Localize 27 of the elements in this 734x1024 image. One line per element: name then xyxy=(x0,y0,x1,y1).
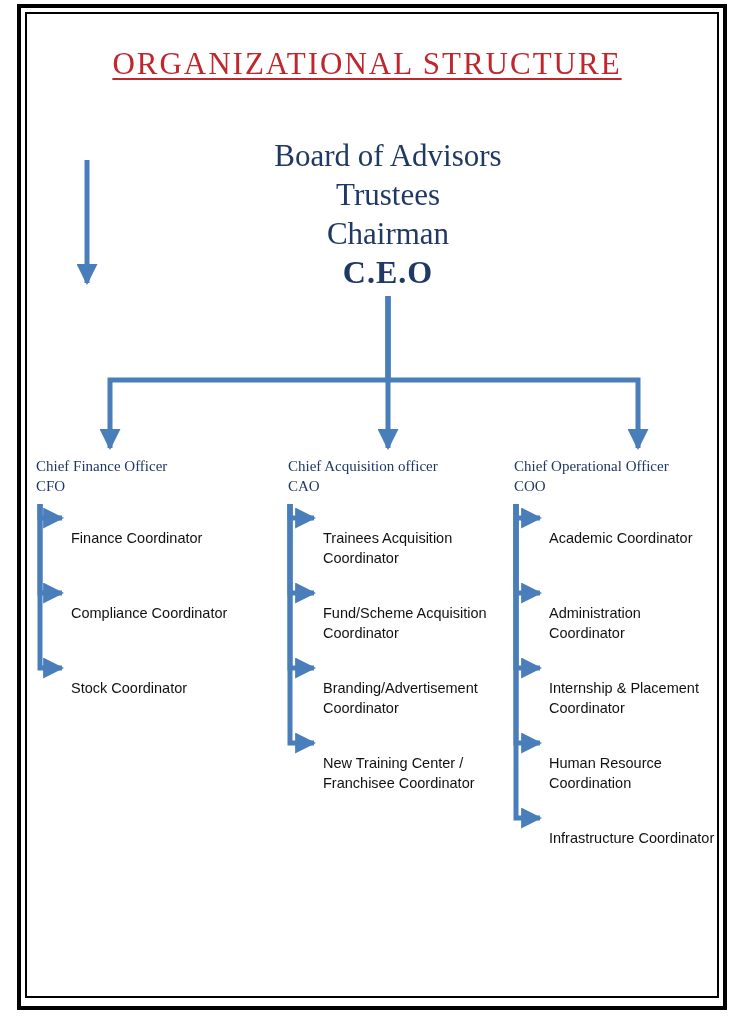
officer-title: Chief Finance Officer xyxy=(36,457,169,476)
officer-title: Chief Operational Officer xyxy=(514,457,670,476)
coordinator-title: Infrastructure Coordinator xyxy=(549,829,716,848)
coordinator-title: Human Resource Coordination xyxy=(549,754,663,793)
title: ORGANIZATIONAL STRUCTURE xyxy=(112,46,622,81)
officer-abbreviation: COO xyxy=(514,477,547,496)
coordinator-title: Academic Coordinator xyxy=(549,529,694,548)
coordinator-title: Stock Coordinator xyxy=(71,679,189,698)
officer-abbreviation: CFO xyxy=(36,477,67,496)
title-line: Chairman xyxy=(325,215,451,253)
coordinator-title: Finance Coordinator xyxy=(71,529,204,548)
title-line: C.E.O xyxy=(341,253,435,292)
title-line: Trustees xyxy=(335,176,441,214)
connector-arrow xyxy=(513,504,543,829)
board-title: Board of Advisors xyxy=(273,137,503,175)
coordinator-title: Compliance Coordinator xyxy=(71,604,229,623)
connector-arrow xyxy=(385,296,649,451)
connector-arrow xyxy=(287,504,317,754)
coordinator-title: Fund/Scheme Acquisition Coordinator xyxy=(323,604,488,643)
connector-arrow xyxy=(37,504,65,679)
coordinator-title: New Training Center / Franchisee Coordinator xyxy=(323,754,476,793)
coordinator-title: Internship & Placement Coordinator xyxy=(549,679,700,718)
coordinator-title: Trainees Acquisition Coordinator xyxy=(323,529,454,568)
coordinator-title: Branding/Advertisement Coordinator xyxy=(323,679,479,718)
officer-title: Chief Acquisition officer xyxy=(288,457,439,476)
coordinator-title: Administration Coordinator xyxy=(549,604,642,643)
officer-abbreviation: CAO xyxy=(288,477,321,496)
